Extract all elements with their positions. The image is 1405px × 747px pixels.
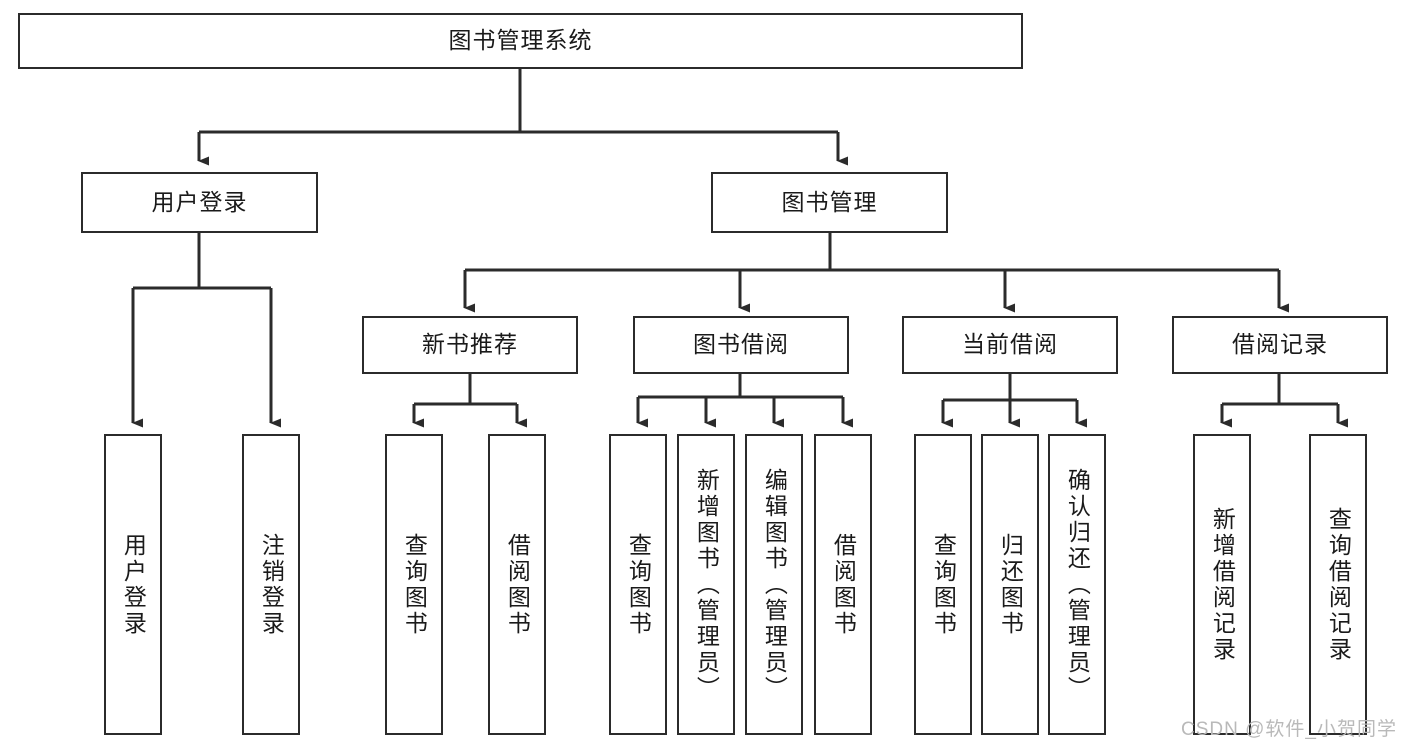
watermark: CSDN @软件_小贺同学: [1181, 719, 1397, 740]
node-root-system-label: 图书管理系统: [448, 27, 593, 54]
leaf-add-book-label: 新增图书（管理员）: [693, 467, 720, 702]
leaf-borrow-book-2[interactable]: 借阅图书: [814, 434, 872, 735]
leaf-borrow-book-1-label: 借阅图书: [504, 532, 531, 637]
leaf-query-record[interactable]: 查询借阅记录: [1309, 434, 1367, 735]
node-current-borrow[interactable]: 当前借阅: [902, 316, 1118, 374]
leaf-query-book-3[interactable]: 查询图书: [914, 434, 972, 735]
leaf-edit-book-label: 编辑图书（管理员）: [761, 467, 788, 702]
leaf-confirm-return[interactable]: 确认归还（管理员）: [1048, 434, 1106, 735]
node-user-login-label: 用户登录: [151, 188, 248, 215]
node-book-manage[interactable]: 图书管理: [711, 172, 948, 233]
leaf-query-book-2[interactable]: 查询图书: [609, 434, 667, 735]
leaf-query-book-2-label: 查询图书: [625, 532, 652, 637]
node-book-borrow-label: 图书借阅: [693, 331, 789, 358]
node-book-manage-label: 图书管理: [781, 188, 878, 215]
leaf-query-book-1-label: 查询图书: [401, 532, 428, 637]
leaf-borrow-book-2-label: 借阅图书: [830, 532, 857, 637]
leaf-query-record-label: 查询借阅记录: [1325, 506, 1352, 663]
leaf-borrow-book-1[interactable]: 借阅图书: [488, 434, 546, 735]
node-new-book-recommend-label: 新书推荐: [422, 331, 518, 358]
leaf-logout-login[interactable]: 注销登录: [242, 434, 300, 735]
node-user-login[interactable]: 用户登录: [81, 172, 318, 233]
leaf-edit-book[interactable]: 编辑图书（管理员）: [745, 434, 803, 735]
leaf-logout-login-label: 注销登录: [258, 532, 285, 637]
node-current-borrow-label: 当前借阅: [962, 331, 1058, 358]
leaf-confirm-return-label: 确认归还（管理员）: [1064, 467, 1091, 702]
node-book-borrow[interactable]: 图书借阅: [633, 316, 849, 374]
node-borrow-record-label: 借阅记录: [1232, 331, 1328, 358]
leaf-add-record[interactable]: 新增借阅记录: [1193, 434, 1251, 735]
leaf-add-record-label: 新增借阅记录: [1209, 506, 1236, 663]
leaf-user-login[interactable]: 用户登录: [104, 434, 162, 735]
leaf-query-book-1[interactable]: 查询图书: [385, 434, 443, 735]
node-new-book-recommend[interactable]: 新书推荐: [362, 316, 578, 374]
node-borrow-record[interactable]: 借阅记录: [1172, 316, 1388, 374]
leaf-add-book[interactable]: 新增图书（管理员）: [677, 434, 735, 735]
leaf-return-book[interactable]: 归还图书: [981, 434, 1039, 735]
leaf-return-book-label: 归还图书: [997, 532, 1024, 637]
node-root-system[interactable]: 图书管理系统: [18, 13, 1023, 69]
leaf-query-book-3-label: 查询图书: [930, 532, 957, 637]
leaf-user-login-label: 用户登录: [120, 532, 147, 637]
